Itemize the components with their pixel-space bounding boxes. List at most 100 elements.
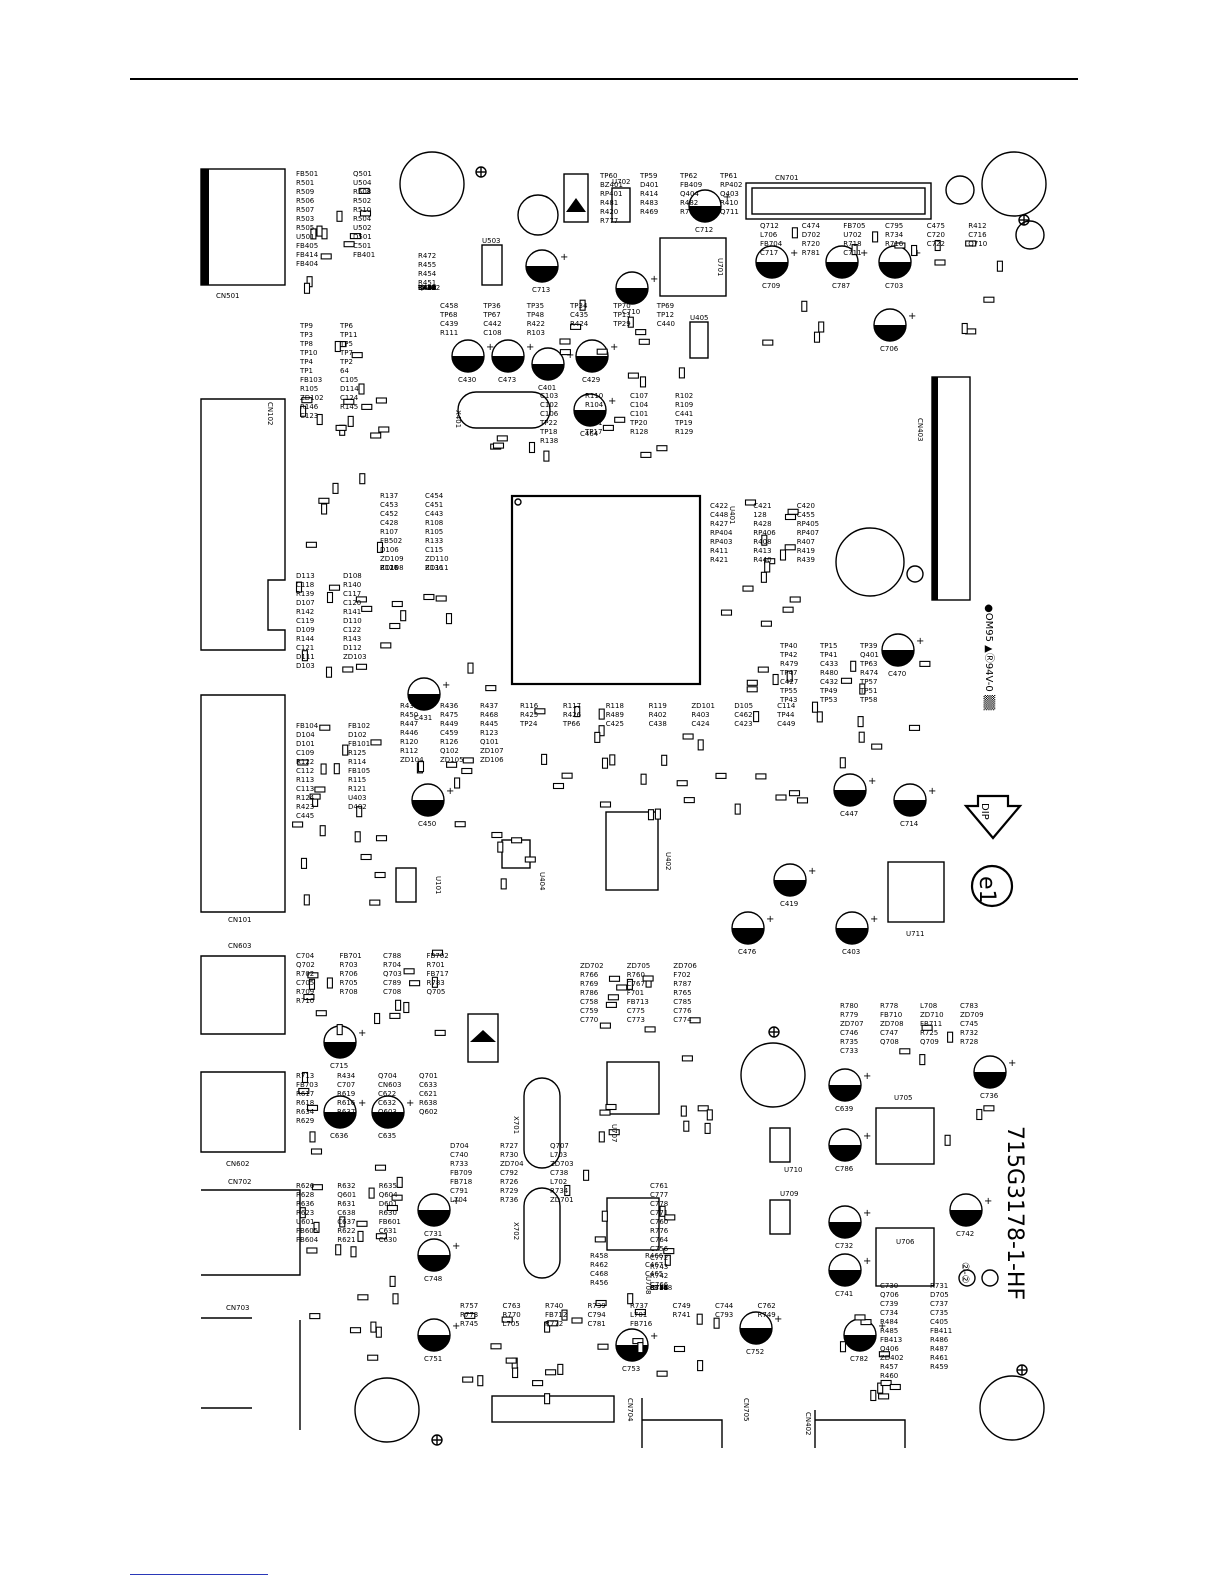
capacitor-polarity: + (566, 350, 574, 361)
smd-pad (333, 763, 340, 775)
component-ref-label: D705 (930, 1291, 949, 1299)
component-ref-label: TP60 (599, 172, 617, 180)
component-ref-label: R726 (500, 1178, 519, 1186)
smd-pad (369, 899, 381, 906)
component-ref-label: TP20 (629, 419, 647, 427)
component-ref-label: F702 (673, 971, 690, 979)
component-ref-label: Q703 (383, 970, 402, 978)
component-ref-label: R447 (400, 720, 418, 728)
capacitor-c473: +C473 (491, 339, 534, 384)
component-ref-label: R783 (427, 979, 445, 987)
capacitor-c470: +C470 (881, 633, 924, 678)
component-ref-label: C122 (343, 626, 361, 634)
component-ref-label: R120 (400, 738, 418, 746)
component-ref-label: R114 (348, 758, 367, 766)
smd-pad (579, 299, 586, 311)
smd-pad (681, 1055, 693, 1062)
component-ref-label: D402 (348, 803, 367, 811)
smd-pad (598, 1131, 605, 1143)
smd-pad (889, 1383, 901, 1391)
component-ref-label: R403 (691, 711, 709, 719)
connector-label-cn403: CN403 (916, 418, 924, 442)
capacitor-c706: +C706 (873, 308, 916, 353)
smd-pad (292, 821, 304, 828)
component-ref-label: R702 (296, 970, 314, 978)
capacitor-c787: +C787 (825, 245, 868, 290)
component-ref-label: R410 (720, 199, 738, 207)
smd-pad (375, 835, 388, 842)
component-ref-label: FB501 (296, 170, 318, 178)
smd-pad (309, 1313, 321, 1320)
smd-pad (297, 759, 309, 766)
chip-u705-body (875, 1107, 935, 1165)
component-ref-label: TP8 (299, 340, 313, 348)
component-ref-label: R136 (425, 564, 444, 572)
smd-pad (335, 1244, 342, 1256)
component-ref-label: C439 (440, 320, 458, 328)
component-ref-label: D107 (296, 599, 315, 607)
smd-pad (547, 1320, 559, 1327)
smd-pad (720, 609, 733, 616)
smd-pad (676, 780, 688, 787)
connector-label-cn703: CN703 (226, 1304, 250, 1312)
component-ref-label: C468 (590, 1270, 608, 1278)
component-ref-label: F701 (627, 989, 644, 997)
smd-pad (301, 1071, 309, 1084)
smd-pad (639, 376, 647, 388)
component-ref-label: TP19 (674, 419, 692, 427)
component-ref-label: R145 (340, 403, 358, 411)
component-ref-label: C772 (650, 1254, 668, 1262)
smd-pad (358, 383, 365, 395)
component-ref-label: ZD402 (880, 1354, 904, 1362)
connector-label-cn701: CN701 (775, 174, 799, 182)
component-ref-label: R720 (802, 240, 820, 248)
component-ref-label: R123 (480, 729, 498, 737)
component-ref-label: C455 (797, 511, 815, 519)
smd-pad (434, 1029, 446, 1036)
component-ref-label: FB601 (379, 1218, 401, 1226)
component-ref-label: TP69 (656, 302, 674, 310)
component-ref-label: R117 (563, 702, 581, 710)
smd-pad (640, 773, 647, 785)
smd-pad (497, 841, 504, 853)
component-ref-label: ZD104 (400, 756, 424, 764)
component-ref-label: TP61 (719, 172, 737, 180)
component-ref-label: C749 (673, 1302, 691, 1310)
component-ref-label: RP406 (753, 529, 776, 537)
component-ref-label: FB401 (353, 251, 375, 259)
component-ref-label: C114 (777, 702, 796, 710)
component-ref-label: R126 (440, 738, 459, 746)
smd-pad (697, 739, 704, 751)
smd-pad (318, 497, 330, 504)
smd-pad (310, 1148, 323, 1155)
connector-label-cn603: CN603 (228, 942, 252, 950)
component-ref-label: R504 (353, 215, 372, 223)
component-ref-label: C720 (927, 231, 945, 239)
smd-pad (374, 871, 386, 879)
component-ref-label: C735 (930, 1309, 948, 1317)
component-ref-label: R144 (296, 635, 315, 643)
component-ref-label: C107 (630, 392, 648, 400)
component-ref-label: C756 (650, 1245, 669, 1253)
component-ref-label: L708 (920, 1002, 937, 1010)
capacitor-polarity: + (723, 192, 731, 203)
smd-pad (559, 349, 571, 356)
component-ref-label: R421 (710, 556, 728, 564)
component-ref-label: ZD710 (920, 1011, 944, 1019)
smd-pad (396, 1176, 403, 1188)
component-ref-label: C631 (379, 1227, 397, 1235)
smd-pad (557, 1363, 564, 1375)
component-ref-label: R480 (820, 669, 838, 677)
chip-u711-body (887, 861, 945, 923)
component-ref-label: Q101 (480, 738, 499, 746)
smd-pad (544, 1393, 551, 1405)
smd-pad (680, 1105, 687, 1117)
smd-pad (417, 761, 425, 773)
component-ref-label: R434 (337, 1072, 356, 1080)
smd-pad (787, 508, 799, 515)
component-ref-label: R140 (343, 581, 361, 589)
smd-pad (356, 1220, 368, 1227)
smd-pad (791, 227, 798, 239)
component-ref-label: Q402 (418, 284, 437, 292)
capacitor-label: C713 (532, 286, 550, 294)
